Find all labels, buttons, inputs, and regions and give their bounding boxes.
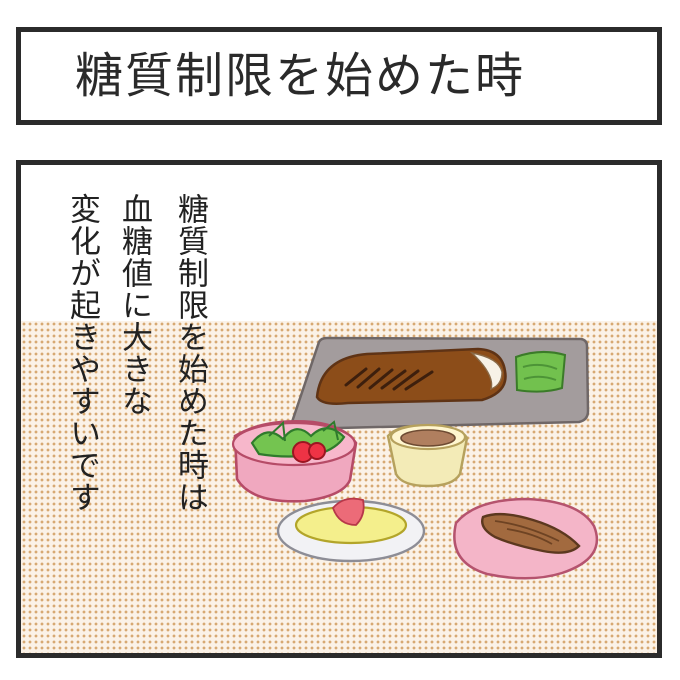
fish-plate <box>453 497 599 580</box>
omelette-plate <box>276 497 426 563</box>
food-illustration <box>231 336 599 580</box>
caption-line-1: 糖質制限を始めた時は <box>172 193 208 513</box>
steak-plate <box>289 336 590 431</box>
salad-bowl <box>231 419 358 503</box>
comic-panel: 糖質制限を始めた時は 血糖値に大きな 変化が起きやすいです <box>16 160 662 658</box>
page-title: 糖質制限を始めた時 <box>75 48 526 104</box>
caption-line-3: 変化が起きやすいです <box>64 193 100 513</box>
small-dish <box>386 423 469 488</box>
title-panel: 糖質制限を始めた時 <box>16 27 662 125</box>
caption-line-2: 血糖値に大きな <box>116 193 152 417</box>
